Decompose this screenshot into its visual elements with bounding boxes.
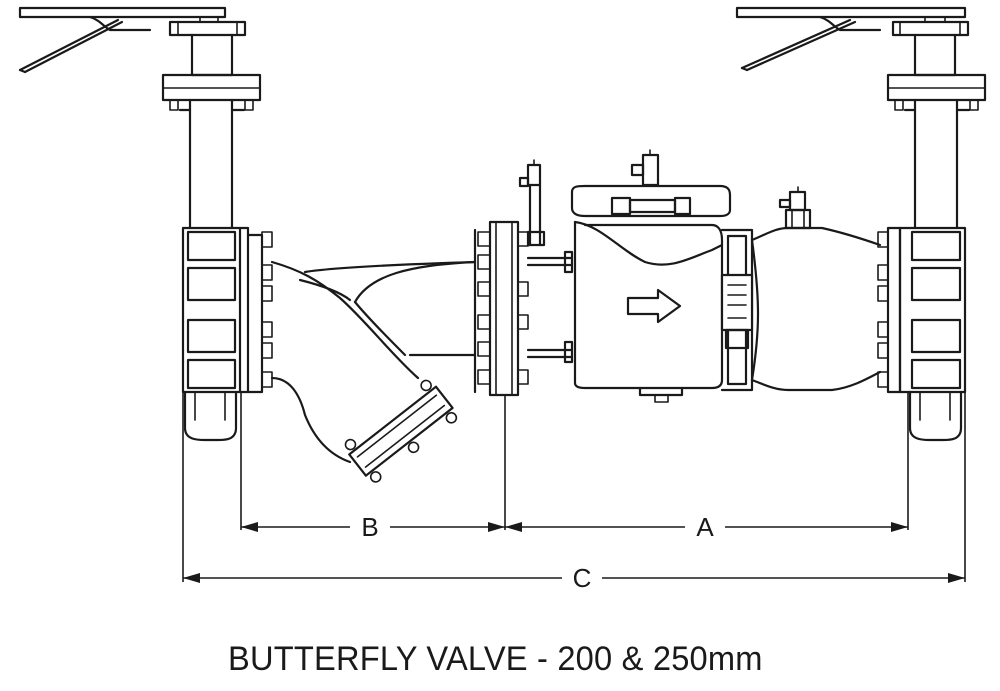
second-check-section — [750, 186, 882, 392]
center-flange — [473, 220, 529, 397]
flow-arrow-icon — [626, 288, 682, 324]
right-valve-handle — [735, 6, 970, 77]
dimension-lines: B A C — [182, 392, 966, 593]
diagram-caption: BUTTERFLY VALVE - 200 & 250mm — [228, 640, 763, 678]
left-butterfly-valve — [18, 6, 273, 442]
dimension-a: A — [505, 512, 908, 542]
dimension-c-label: C — [573, 563, 592, 593]
dimension-c: C — [183, 563, 965, 593]
dimension-b: B — [241, 512, 505, 542]
test-cock-top — [610, 149, 692, 216]
y-strainer — [270, 260, 477, 483]
dimension-b-label: B — [361, 512, 378, 542]
dimension-a-label: A — [696, 512, 714, 542]
check-valve-body — [518, 149, 754, 403]
right-butterfly-valve — [735, 6, 987, 442]
left-valve-handle — [18, 6, 247, 77]
test-cock-left — [518, 159, 546, 247]
test-cock-right — [778, 186, 812, 230]
